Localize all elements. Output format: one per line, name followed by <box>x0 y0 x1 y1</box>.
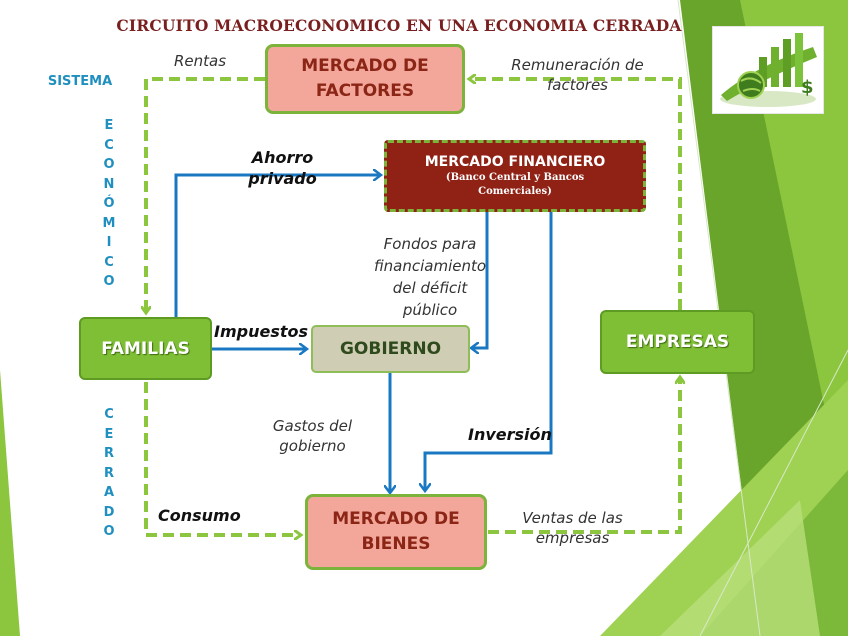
consumo-label: Consumo <box>158 506 241 525</box>
ventas-label: Ventas de las empresas <box>505 508 640 548</box>
cerrado-letter: E <box>104 426 114 442</box>
inversion-label: Inversión <box>468 425 552 444</box>
cerrado-letter: R <box>103 446 114 461</box>
gastos-line2: gobierno <box>279 437 346 455</box>
impuestos-label: Impuestos <box>214 322 309 341</box>
mercado-factores-line1: MERCADO DE <box>301 56 429 76</box>
mercado-financiero-sub2: Comerciales) <box>478 186 552 197</box>
mercado-financiero-title: MERCADO FINANCIERO <box>424 154 606 170</box>
cerrado-letter: C <box>104 407 114 422</box>
fondos-line3: del déficit <box>392 279 468 297</box>
ahorro-flow <box>174 175 380 318</box>
rentas-flow <box>146 77 265 312</box>
fondos-flow <box>472 212 489 348</box>
remuneracion-label: Remuneración de factores <box>495 55 660 95</box>
economico-letter: N <box>103 176 115 192</box>
mercado-factores-node: MERCADO DE FACTORES <box>265 44 465 114</box>
remuneracion-line1: Remuneración de <box>511 56 644 74</box>
familias-node: FAMILIAS <box>79 317 212 380</box>
ventas-line2: empresas <box>535 529 610 547</box>
economico-letter: O <box>103 157 115 172</box>
gastos-line1: Gastos del <box>272 417 353 435</box>
mercado-financiero-sub1: (Banco Central y Bancos <box>445 172 585 183</box>
gastos-label: Gastos del gobierno <box>255 416 370 456</box>
inversion-flow <box>425 212 553 490</box>
rentas-label: Rentas <box>173 52 227 70</box>
ahorro-line1: Ahorro <box>251 148 314 167</box>
cerrado-letter: O <box>103 524 115 539</box>
ahorro-label: Ahorro privado <box>235 147 330 189</box>
fondos-label: Fondos para financiamiento del déficit p… <box>360 233 500 321</box>
ventas-flow <box>488 378 680 534</box>
growth-chart-globe-icon: $ <box>712 26 824 114</box>
svg-text:$: $ <box>801 77 814 98</box>
consumo-flow <box>144 382 300 535</box>
fondos-line4: público <box>402 301 458 319</box>
ventas-line1: Ventas de las <box>522 509 623 527</box>
economico-letter: O <box>103 274 115 289</box>
cerrado-letter: A <box>103 485 115 500</box>
economico-letter: M <box>102 215 116 231</box>
fondos-line2: financiamiento <box>373 257 487 275</box>
economico-letter: I <box>106 235 112 250</box>
economico-letter: Ó <box>103 196 115 211</box>
remuneracion-line2: factores <box>547 76 608 94</box>
mercado-bienes-node: MERCADO DE BIENES <box>305 494 487 570</box>
ahorro-line2: privado <box>248 169 317 188</box>
fondos-line1: Fondos para <box>383 235 477 253</box>
economico-letter: E <box>104 118 114 133</box>
remuneracion-flow <box>470 79 682 310</box>
economico-letter: C <box>104 254 114 270</box>
mercado-bienes-line1: MERCADO DE <box>332 509 460 529</box>
empresas-node: EMPRESAS <box>600 310 755 374</box>
economico-letter: C <box>104 137 114 153</box>
diagram-title: CIRCUITO MACROECONOMICO EN UNA ECONOMIA … <box>116 16 682 35</box>
mercado-financiero-node: MERCADO FINANCIERO (Banco Central y Banc… <box>384 140 646 212</box>
mercado-bienes-line2: BIENES <box>361 534 431 554</box>
mercado-factores-line2: FACTORES <box>315 81 415 101</box>
cerrado-letter: R <box>103 465 114 481</box>
gobierno-node: GOBIERNO <box>311 325 470 373</box>
sistema-label: SISTEMA <box>47 74 113 89</box>
cerrado-letter: D <box>103 504 115 520</box>
